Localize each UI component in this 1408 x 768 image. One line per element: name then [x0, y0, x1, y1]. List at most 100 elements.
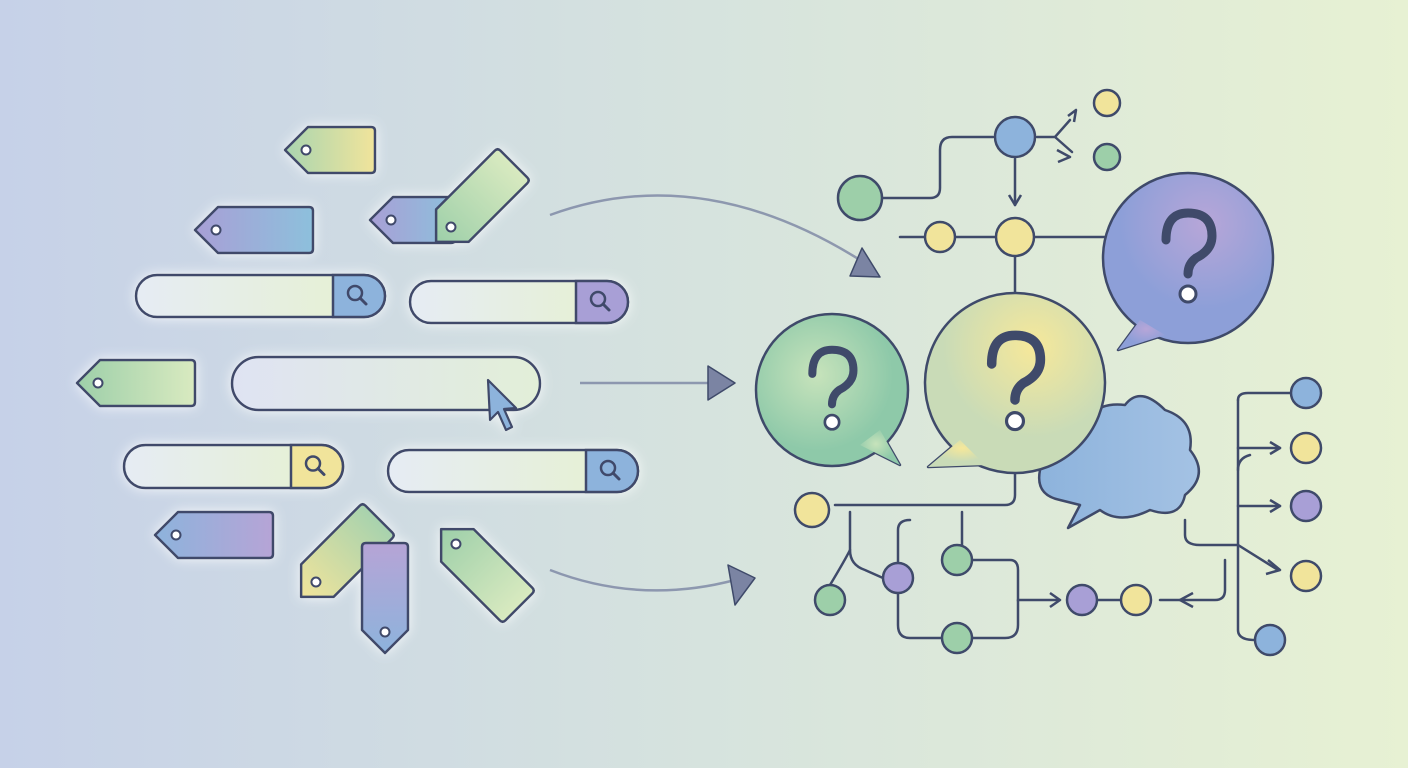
flow-node — [940, 543, 974, 577]
flow-node — [1065, 583, 1099, 617]
tag-body — [283, 125, 377, 175]
tag-icon — [434, 148, 530, 244]
tag-body — [193, 205, 315, 255]
search-bar — [408, 279, 630, 325]
question-bubble-yellow — [923, 291, 1107, 475]
magnifier-handle — [358, 296, 368, 306]
search-button — [331, 273, 387, 319]
magnifier-handle — [611, 471, 621, 481]
flow-connector — [1183, 446, 1282, 572]
bubble-body — [1101, 171, 1275, 345]
flow-arrowhead — [1269, 498, 1282, 514]
tag-icon — [153, 510, 275, 560]
flow-arrowhead — [1265, 559, 1282, 576]
arrow — [549, 194, 881, 278]
search-button — [584, 448, 640, 494]
flow-connector — [1236, 453, 1252, 472]
tag-hole — [310, 576, 322, 588]
question-mark-dot — [1178, 284, 1198, 304]
tag-icon — [360, 541, 410, 655]
flow-node — [1289, 559, 1323, 593]
question-mark-dot — [1004, 411, 1026, 432]
flow-connector — [828, 548, 852, 587]
question-mark-icon — [808, 345, 858, 409]
tag-hole — [379, 626, 391, 638]
tag-icon — [283, 125, 377, 175]
tag-hole — [210, 224, 222, 236]
flow-node — [994, 216, 1036, 258]
tag-body — [439, 527, 535, 623]
tag-hole — [445, 221, 457, 233]
tag-hole — [300, 144, 312, 156]
flow-node — [923, 220, 957, 254]
flow-node — [836, 174, 884, 222]
bubble-tail-fill — [928, 440, 985, 467]
search-button — [574, 279, 630, 325]
flow-node — [1119, 583, 1153, 617]
flow-connector — [970, 598, 1020, 640]
flow-arrowhead — [1178, 591, 1194, 609]
flow-connector — [896, 518, 912, 565]
arrow-head — [707, 365, 736, 401]
search-bar — [386, 448, 640, 494]
question-mark-dot — [823, 413, 841, 431]
tag-hole — [170, 529, 182, 541]
flow-node — [940, 621, 974, 655]
tag-body — [299, 503, 395, 599]
magnifier-handle — [601, 302, 611, 312]
flow-connector — [896, 591, 944, 640]
flow-node — [1092, 88, 1122, 118]
bubble-body — [923, 291, 1107, 475]
magnifier-icon — [346, 284, 364, 302]
flow-node — [1289, 431, 1323, 465]
magnifier-handle — [316, 467, 326, 476]
flow-connector — [970, 558, 1060, 602]
flow-node — [881, 561, 915, 595]
tag-body — [360, 541, 410, 655]
search-button — [289, 443, 345, 490]
tag-hole — [450, 538, 462, 550]
arrow-line — [549, 194, 861, 262]
flow-connector — [1158, 558, 1227, 602]
flow-arrowhead — [1007, 194, 1023, 207]
flow-node — [1289, 376, 1323, 410]
search-bar — [134, 273, 387, 319]
arrow-line — [549, 568, 736, 592]
arrow — [549, 564, 756, 606]
tag-icon — [299, 503, 395, 599]
magnifier-icon — [599, 459, 617, 477]
bubble-tail-fill — [1118, 320, 1165, 350]
mouse-pointer-icon — [486, 378, 518, 432]
search-bar — [122, 443, 345, 490]
magnifier-icon — [304, 455, 322, 472]
arrow — [580, 365, 736, 401]
flow-arrowhead — [1067, 108, 1078, 123]
flow-connector — [1035, 118, 1074, 154]
flow-connector — [880, 135, 995, 200]
flow-connector — [1236, 391, 1293, 402]
tag-icon — [75, 358, 197, 408]
main-search-input — [230, 355, 542, 412]
flow-node — [793, 491, 831, 529]
tag-body — [75, 358, 197, 408]
tag-hole — [385, 214, 397, 226]
question-mark-icon — [1161, 208, 1217, 279]
bubble-body — [754, 312, 910, 468]
question-mark-icon — [986, 330, 1046, 405]
flow-connector — [1236, 398, 1257, 642]
question-bubble-purple — [1101, 171, 1275, 352]
tag-body — [153, 510, 275, 560]
tag-hole — [92, 377, 104, 389]
bubble-tail-fill — [860, 430, 900, 465]
tag-icon — [193, 205, 315, 255]
flow-node — [1253, 623, 1287, 657]
flow-node — [1092, 142, 1122, 172]
flow-arrowhead — [1269, 440, 1282, 456]
tag-body — [434, 148, 530, 244]
flow-node — [993, 115, 1037, 159]
tag-icon — [439, 527, 535, 623]
flow-arrowhead — [1056, 148, 1072, 164]
magnifier-icon — [589, 290, 607, 308]
flow-node — [1289, 489, 1323, 523]
